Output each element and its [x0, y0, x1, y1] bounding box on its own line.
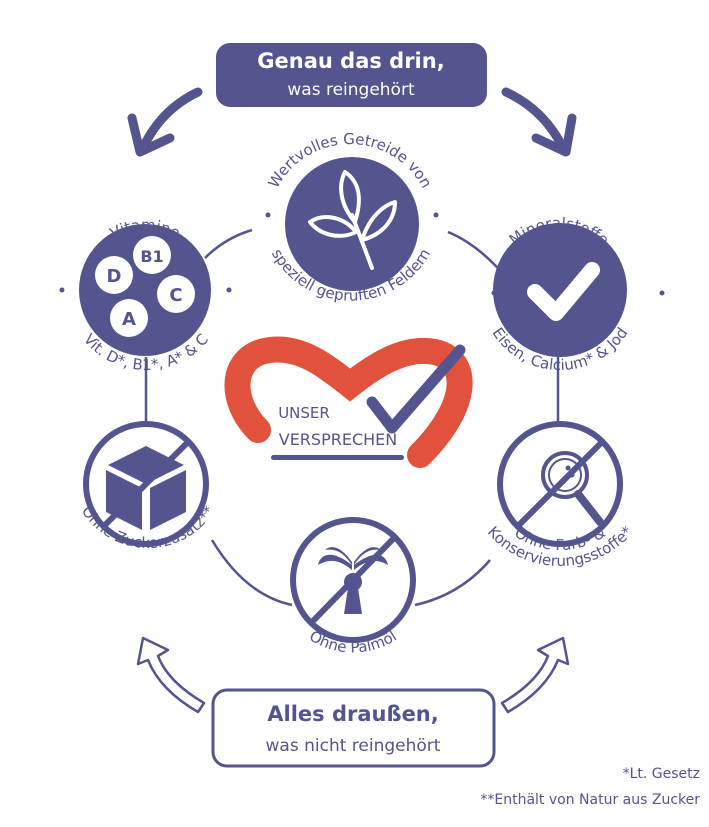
- wheat-icon: [308, 170, 397, 270]
- minerals-item: Mineralstoffe Eisen, Calcium* & Jod: [489, 214, 665, 374]
- arrow-up-right-icon: [500, 636, 570, 714]
- top-box-subtitle: was reingehört: [287, 80, 415, 100]
- bottom-box-subtitle: was nicht reingehört: [266, 736, 441, 756]
- promise-check-icon: [366, 344, 466, 434]
- footnote-2: **Enthält von Natur aus Zucker: [480, 792, 700, 808]
- grain-item: Wertvolles Getreide von speziell geprüft…: [265, 130, 439, 305]
- no-dyes-item: Ohne Farb- & Konservierungsstoffe*: [484, 421, 636, 570]
- vitamins-item: D B1 C A Vitamine Vit. D*, B1*, A* & C: [59, 216, 232, 374]
- no-magnifier-icon: [515, 439, 605, 529]
- no-palm-tree-icon: [309, 535, 397, 625]
- check-icon: [527, 262, 600, 321]
- promise-heart: UNSER VERSPRECHEN: [224, 336, 473, 468]
- bubble-c: C: [169, 285, 182, 306]
- no-palm-oil-item: Ohne Palmöl: [290, 517, 416, 656]
- footnote-1: *Lt. Gesetz: [623, 766, 700, 782]
- arrow-down-right-icon: [501, 87, 577, 157]
- bottom-box-title: Alles draußen,: [267, 702, 439, 726]
- heart-icon: [224, 336, 473, 468]
- no-sugar-cube-icon: [101, 439, 191, 530]
- promise-line1: UNSER: [278, 404, 330, 422]
- no-sugar-item: Ohne Zuckerzusatz**: [78, 421, 218, 552]
- bubble-d: D: [107, 266, 122, 287]
- top-box-title: Genau das drin,: [257, 49, 444, 73]
- promise-line2: VERSPRECHEN: [279, 430, 397, 449]
- bottom-box: Alles draußen, was nicht reingehört: [211, 688, 496, 768]
- arrow-up-left-icon: [136, 636, 206, 714]
- arrow-down-left-icon: [127, 87, 203, 157]
- bubble-a: A: [122, 309, 136, 330]
- vitamin-bubbles-icon: [95, 236, 195, 337]
- top-box: Genau das drin, was reingehört: [216, 43, 487, 107]
- bubble-b1: B1: [140, 247, 163, 266]
